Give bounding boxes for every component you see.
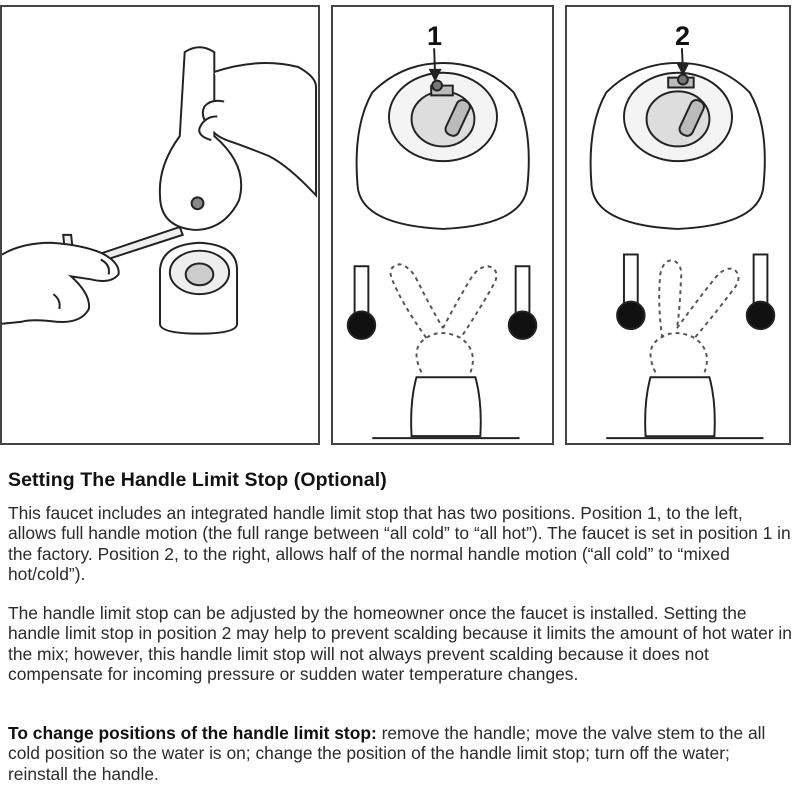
instructions-lead: To change positions of the handle limit …: [8, 723, 377, 743]
handle-removal-illustration: [2, 46, 318, 335]
panel-position-2: 2: [565, 5, 791, 445]
paragraph-instructions: To change positions of the handle limit …: [8, 723, 794, 784]
position-1-illustration: [346, 48, 538, 440]
instructions-steps: remove the handle; move the valve stem t…: [8, 723, 766, 784]
panel-position-1: 1: [331, 5, 554, 445]
position-1-label: 1: [427, 21, 443, 51]
paragraph-adjustment: The handle limit stop can be adjusted by…: [8, 603, 794, 684]
position-2-illustration: [589, 48, 776, 440]
paragraph-positions: This faucet includes an integrated handl…: [8, 503, 794, 584]
panel-handle-removal: [0, 5, 320, 445]
position-2-label: 2: [675, 21, 691, 51]
section-title: Setting The Handle Limit Stop (Optional): [8, 469, 387, 491]
paragraph-positions-text: This faucet includes an integrated handl…: [8, 503, 791, 584]
paragraph-adjustment-text: The handle limit stop can be adjusted by…: [8, 603, 792, 684]
